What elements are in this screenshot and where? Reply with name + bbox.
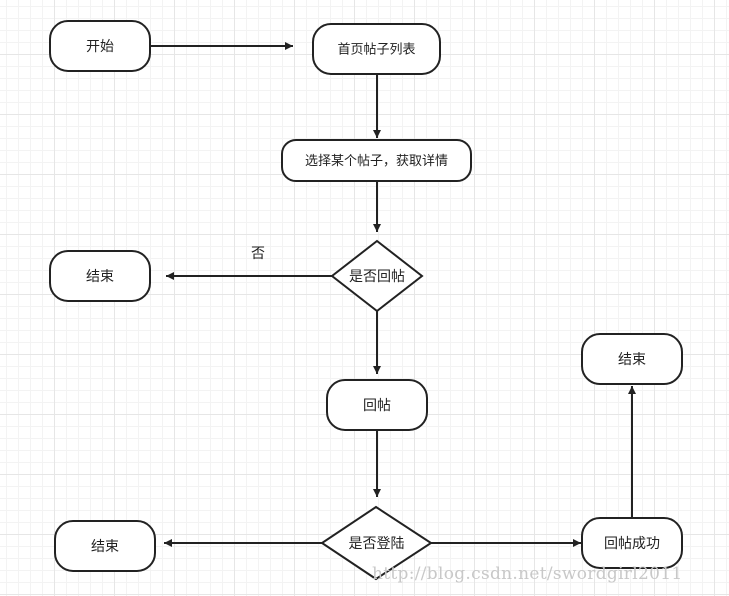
edge-label-no: 否 bbox=[251, 246, 265, 262]
node-reply: 回帖 bbox=[326, 379, 428, 431]
node-question-reply-label: 是否回帖 bbox=[349, 269, 405, 285]
node-home-list: 首页帖子列表 bbox=[312, 23, 441, 75]
node-end-2-label: 结束 bbox=[91, 539, 119, 555]
node-reply-label: 回帖 bbox=[363, 398, 391, 414]
node-question-login-label: 是否登陆 bbox=[349, 536, 405, 552]
node-select-post: 选择某个帖子，获取详情 bbox=[281, 139, 472, 182]
node-end-3-label: 结束 bbox=[618, 352, 646, 368]
node-reply-success-label: 回帖成功 bbox=[604, 536, 660, 552]
node-select-post-label: 选择某个帖子，获取详情 bbox=[305, 154, 448, 169]
node-start-label: 开始 bbox=[86, 39, 114, 55]
node-end-1-label: 结束 bbox=[86, 269, 114, 285]
node-end-1: 结束 bbox=[49, 250, 151, 302]
node-question-login: 是否登陆 bbox=[320, 505, 433, 581]
watermark: http://blog.csdn.net/swordgirl2011 bbox=[372, 564, 683, 584]
node-home-list-label: 首页帖子列表 bbox=[337, 43, 415, 58]
node-end-2: 结束 bbox=[54, 520, 156, 572]
node-start: 开始 bbox=[49, 20, 151, 72]
node-question-reply: 是否回帖 bbox=[330, 239, 424, 313]
node-reply-success: 回帖成功 bbox=[581, 517, 683, 569]
node-end-3: 结束 bbox=[581, 333, 683, 385]
